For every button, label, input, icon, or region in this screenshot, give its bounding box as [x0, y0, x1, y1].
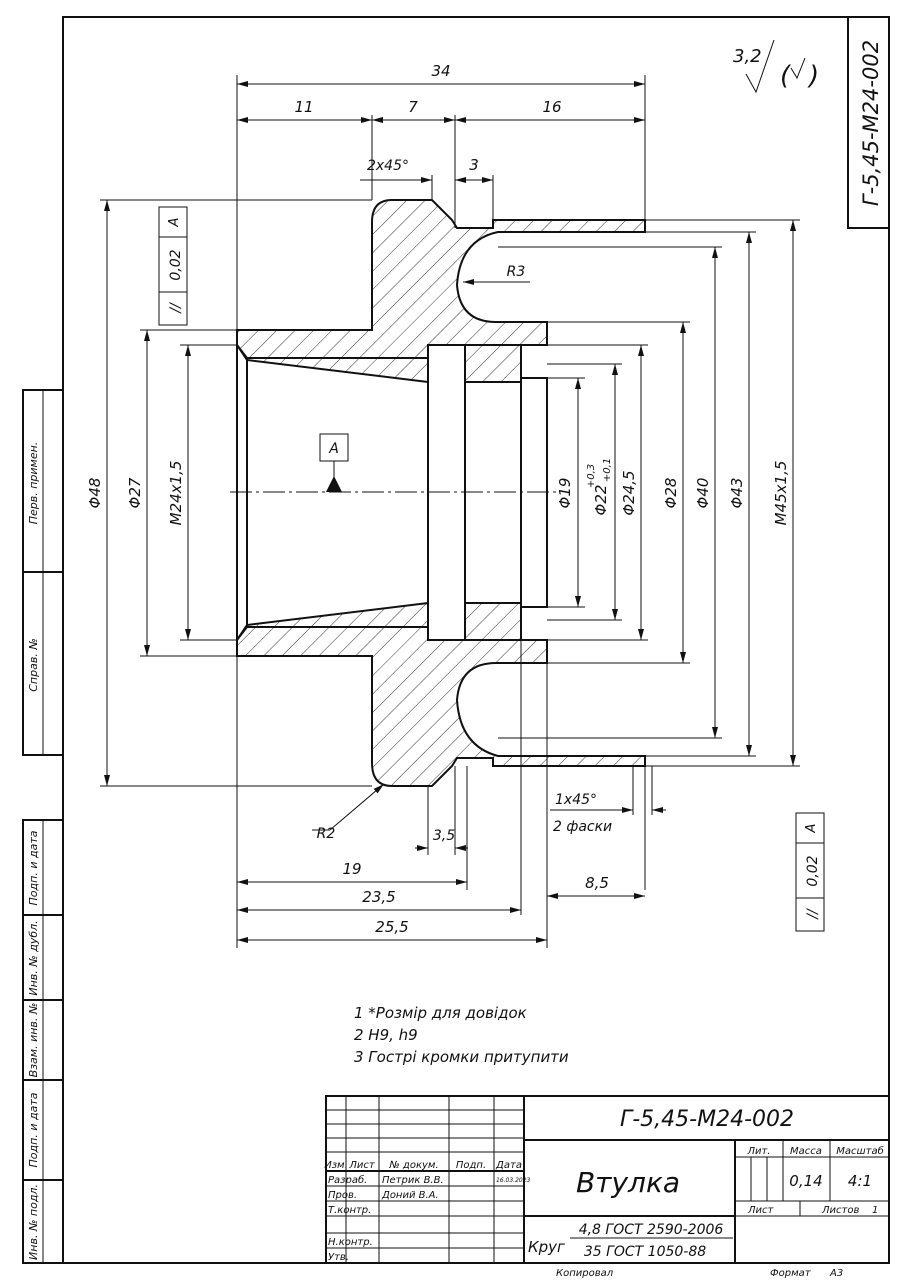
side-label-2: Подп. и дата — [27, 830, 40, 905]
datum-a-label: A — [328, 441, 339, 457]
dim-r3: R3 — [507, 264, 526, 280]
dim-16: 16 — [542, 98, 561, 116]
dim-m45: M45x1,5 — [772, 461, 790, 526]
tb-sheets-label: Листов — [821, 1205, 859, 1216]
side-label-6: Инв. № подл. — [27, 1184, 40, 1260]
dim-phi48: Φ48 — [86, 478, 104, 509]
tb-mass: 0,14 — [789, 1172, 822, 1190]
tb-mass-label: Масса — [790, 1146, 822, 1157]
tb-role-5: Утв. — [328, 1252, 349, 1263]
dim-11: 11 — [294, 98, 313, 116]
tb-scale: 4:1 — [848, 1172, 872, 1190]
tb-code: Г-5,45-М24-002 — [620, 1107, 794, 1132]
dim-phi22-tol-up: +0,3 — [586, 464, 597, 488]
dim-phi27: Φ27 — [126, 477, 144, 508]
tb-sheet-label: Лист — [747, 1205, 775, 1216]
tb-header-doc: № докум. — [388, 1160, 438, 1171]
dim-phi28: Φ28 — [662, 478, 680, 509]
tolerance-frame-left: A 0,02 // — [158, 206, 188, 326]
note-2: 2 H9, h9 — [354, 1026, 418, 1044]
side-label-0: Перв. примен. — [27, 442, 40, 525]
dim-phi40: Φ40 — [694, 478, 712, 509]
tb-format-label: Формат — [770, 1268, 812, 1279]
tb-sheets: 1 — [872, 1205, 878, 1216]
dim-25-5: 25,5 — [375, 918, 408, 936]
notes: 1 *Розмір для довідок 2 H9, h9 3 Гострі … — [354, 1004, 569, 1066]
side-label-4: Взам. инв. № — [27, 1003, 40, 1078]
tol-left-value: 0,02 — [168, 249, 184, 280]
dim-3-5: 3,5 — [433, 828, 455, 844]
tb-format: А3 — [829, 1268, 843, 1279]
tb-material-bottom: 35 ГОСТ 1050-88 — [584, 1244, 706, 1260]
dim-chamfer-note: 2 фаски — [553, 819, 612, 835]
dim-phi43: Φ43 — [728, 478, 746, 509]
tb-copied: Копировал — [556, 1268, 614, 1279]
dim-chamfer-bottom: 1x45° — [555, 792, 597, 808]
tb-header-izm: Изм. — [324, 1160, 348, 1171]
tol-left-datum: A — [167, 218, 182, 228]
tb-role-1: Пров. — [328, 1190, 357, 1201]
tb-date-0: 16.03.2023 — [496, 1177, 531, 1184]
side-label-3: Инв. № дубл. — [27, 920, 40, 995]
tb-header-date: Дата — [495, 1160, 522, 1171]
tol-right-value: 0,02 — [805, 855, 821, 886]
side-label-1: Справ. № — [27, 638, 40, 692]
tb-header-list: Лист — [348, 1160, 376, 1171]
dim-chamfer-top: 2x45° — [367, 158, 409, 174]
note-1: 1 *Розмір для довідок — [354, 1004, 527, 1022]
dim-phi22-tol-low: +0,1 — [602, 458, 613, 482]
note-3: 3 Гострі кромки притупити — [354, 1048, 569, 1066]
tb-scale-label: Масштаб — [836, 1145, 884, 1157]
dims-bottom: R2 3,5 19 23,5 25,5 8,5 1x45° 2 фаски — [236, 640, 666, 948]
dim-phi24-5: Φ24,5 — [620, 470, 638, 515]
tb-material-top: 4,8 ГОСТ 2590-2006 — [579, 1222, 724, 1238]
roughness-symbol: 3,2 ( ) — [733, 39, 819, 94]
tb-name-1: Доний В.А. — [381, 1190, 439, 1201]
tol-left-symbol: // — [168, 302, 184, 315]
datum-triangle — [326, 476, 342, 492]
tb-role-4: Н.контр. — [328, 1237, 373, 1248]
dim-23-5: 23,5 — [362, 888, 395, 906]
dim-7: 7 — [408, 98, 418, 116]
roughness-value: 3,2 — [733, 46, 762, 67]
tb-lit-label: Лит. — [746, 1146, 770, 1157]
roughness-paren-open: ( — [780, 61, 792, 91]
dim-phi22: Φ22 — [592, 485, 610, 516]
roughness-paren-close: ) — [807, 61, 819, 91]
title-block: Изм. Лист № докум. Подп. Дата Разраб. Пе… — [324, 1095, 890, 1279]
section-upper — [236, 199, 646, 384]
code-box: Г-5,45-М24-002 — [847, 16, 890, 229]
dim-19: 19 — [342, 860, 361, 878]
tb-role-0: Разраб. — [328, 1174, 367, 1186]
tol-right-datum: A — [804, 824, 819, 834]
tb-part-name: Втулка — [576, 1166, 680, 1199]
tolerance-frame-right: A 0,02 // — [795, 812, 825, 932]
dim-m24: M24x1,5 — [167, 461, 185, 526]
part-section — [230, 199, 646, 787]
tb-role-2: Т.контр. — [328, 1205, 371, 1216]
dim-34: 34 — [431, 62, 450, 80]
dims-diameters: Φ48 Φ27 M24x1,5 Φ19 Φ22 +0,3 +0,1 Φ24,5 … — [86, 199, 800, 787]
dim-r2: R2 — [317, 826, 336, 842]
tb-header-sign: Подп. — [456, 1160, 486, 1171]
tb-name-0: Петрик В.В. — [382, 1175, 444, 1186]
side-label-5: Подп. и дата — [27, 1092, 40, 1167]
code-box-text: Г-5,45-М24-002 — [859, 40, 883, 206]
tol-right-symbol: // — [805, 908, 821, 921]
dim-3: 3 — [469, 156, 479, 174]
section-lower — [236, 601, 646, 787]
dims-top: 34 11 7 16 2x45° 3 R3 — [236, 62, 646, 330]
tb-material-prefix: Круг — [528, 1238, 565, 1256]
datum-a: A — [319, 433, 349, 492]
dim-8-5: 8,5 — [585, 874, 609, 892]
dim-phi19: Φ19 — [556, 478, 574, 509]
left-strip: Перв. примен. Справ. № Подп. и дата Инв.… — [22, 389, 64, 1264]
